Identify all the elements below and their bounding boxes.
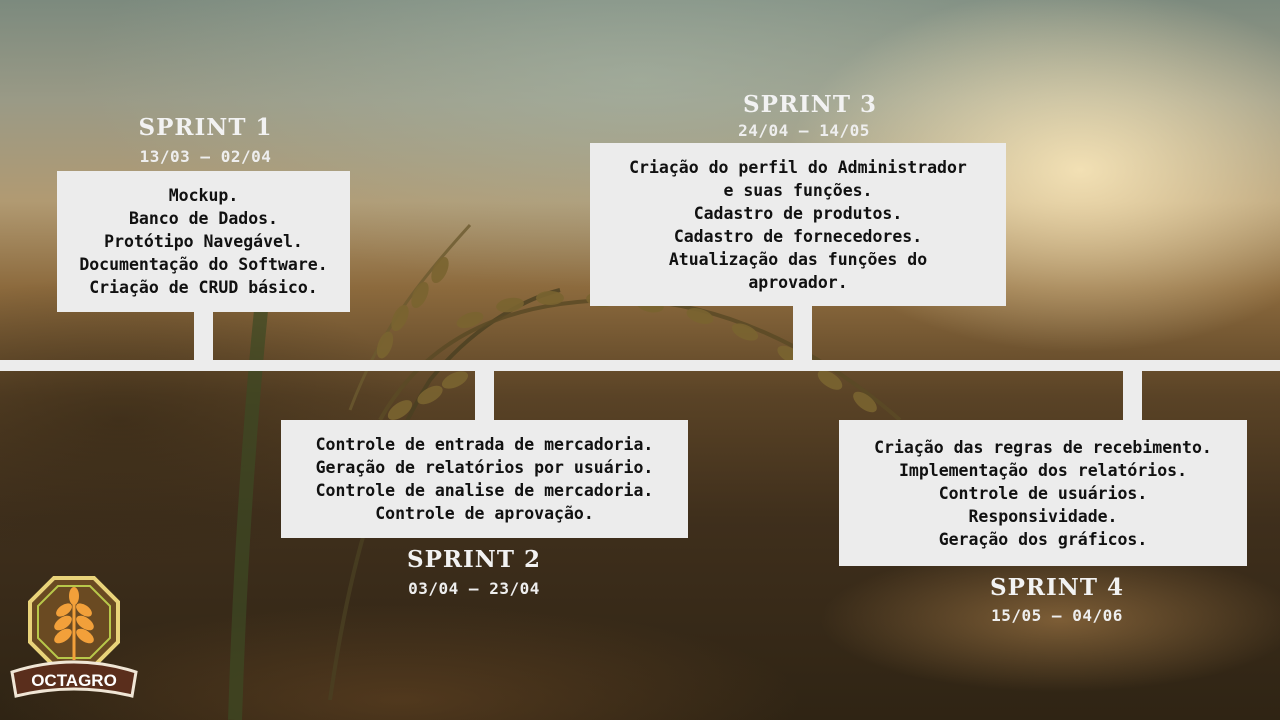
sprint-4-dates: 15/05 – 04/06 (991, 606, 1123, 625)
timeline-line (0, 360, 1280, 371)
sprint-3-title: SPRINT 3 (743, 91, 877, 118)
sprint-2-item: Geração de relatórios por usuário. (315, 458, 654, 477)
sprint-2-dates: 03/04 – 23/04 (408, 579, 540, 598)
sprint-4-item: Controle de usuários. (938, 483, 1148, 503)
sprint-3-item: Atualização das funções do (668, 249, 928, 269)
sprint-2-item: Controle de aprovação. (375, 504, 594, 523)
sprint-3-item: e suas funções. (723, 180, 873, 200)
sprint-3-dates: 24/04 – 14/05 (738, 121, 870, 140)
sprint-3-item: aprovador. (748, 272, 848, 292)
sprint-2-item: Controle de analise de mercadoria. (315, 481, 654, 500)
sprint-3-item: Cadastro de produtos. (693, 203, 903, 223)
sprint-4-title: SPRINT 4 (990, 574, 1124, 601)
sprint-4-box: Criação das regras de recebimento. Imple… (839, 420, 1247, 566)
sprint-1-item: Protótipo Navegável. (104, 232, 303, 251)
sprint-1-title: SPRINT 1 (138, 114, 273, 141)
wheat-icon (28, 576, 120, 668)
sprint-4-item: Implementação dos relatórios. (898, 460, 1188, 480)
sprint-4-connector (1123, 368, 1142, 420)
octagro-logo: OCTAGRO (10, 576, 138, 698)
sprint-1-item: Mockup. (168, 186, 239, 205)
sprint-4-item: Geração dos gráficos. (938, 529, 1148, 549)
sprint-1-item: Banco de Dados. (128, 209, 278, 228)
sprint-1-box: Mockup. Banco de Dados. Protótipo Navegá… (57, 171, 350, 312)
sprint-1-item: Documentação do Software. (79, 255, 328, 274)
sprint-3-item: Criação do perfil do Administrador (629, 157, 967, 177)
sprint-1-dates: 13/03 – 02/04 (139, 147, 272, 166)
sprint-2-connector (475, 368, 494, 420)
sprint-1-item: Criação de CRUD básico. (89, 278, 318, 297)
sprint-4-item: Responsividade. (968, 506, 1118, 526)
sprint-3-connector (793, 305, 812, 362)
sprint-2-box: Controle de entrada de mercadoria. Geraç… (281, 420, 688, 538)
sprint-4-item: Criação das regras de recebimento. (874, 437, 1212, 457)
sprint-3-box: Criação do perfil do Administrador e sua… (590, 143, 1006, 306)
sprint-2-title: SPRINT 2 (407, 546, 541, 573)
sprint-3-item: Cadastro de fornecedores. (673, 226, 923, 246)
sprint-2-item: Controle de entrada de mercadoria. (315, 435, 654, 454)
sprint-1-connector (194, 312, 213, 362)
logo-text: OCTAGRO (31, 671, 117, 690)
